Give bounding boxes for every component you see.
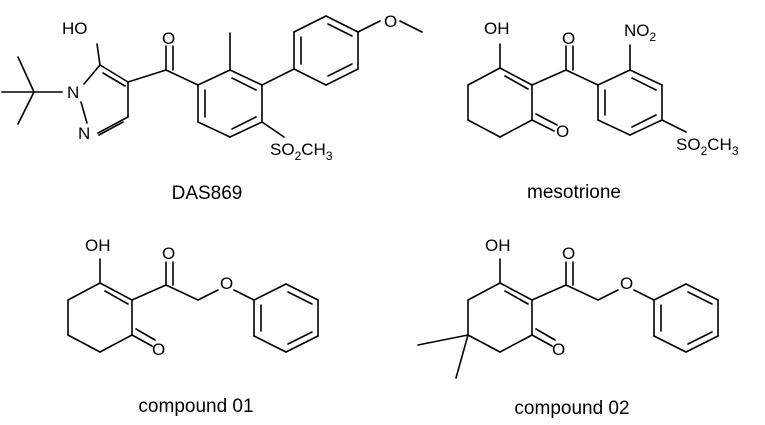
compound-02-caption: compound 02 (514, 398, 629, 419)
das869-n2-label: N (78, 124, 90, 143)
structure-compound-02: OH O O O compound 02 (417, 236, 719, 419)
mesotrione-sulfonyl-label: SO2CH3 (676, 135, 739, 158)
compound-01-caption: compound 01 (138, 396, 253, 417)
compound-01-ketone-o-label: O (152, 340, 165, 359)
structure-mesotrione: OH O O NO2 SO2CH3 mesotrione (467, 19, 739, 203)
das869-n1-label: N (67, 83, 79, 102)
compound-01-ether-o-label: O (220, 274, 233, 293)
mesotrione-ketone-o-label: O (556, 122, 569, 141)
das869-caption: DAS869 (172, 183, 243, 204)
compound-02-hydroxyl-label: OH (485, 236, 511, 255)
mesotrione-carbonyl-o-label: O (562, 29, 575, 48)
compound-01-hydroxyl-label: OH (85, 236, 111, 255)
structure-das869: HO N N O O SO2CH3 DAS869 (1, 12, 423, 204)
das869-hydroxyl-label: HO (62, 19, 88, 38)
das869-carbonyl-o-label: O (162, 29, 175, 48)
compound-01-carbonyl-o-label: O (162, 244, 175, 263)
das869-methoxy-o-label: O (384, 12, 397, 31)
compound-02-ether-o-label: O (620, 274, 633, 293)
mesotrione-caption: mesotrione (527, 182, 621, 203)
compound-02-ketone-o-label: O (552, 340, 565, 359)
compound-02-carbonyl-o-label: O (562, 244, 575, 263)
das869-sulfonyl-label: SO2CH3 (270, 140, 333, 163)
mesotrione-hydroxyl-label: OH (484, 19, 510, 38)
mesotrione-nitro-label: NO2 (624, 21, 657, 44)
structure-compound-01: OH O O O compound 01 (67, 236, 319, 417)
